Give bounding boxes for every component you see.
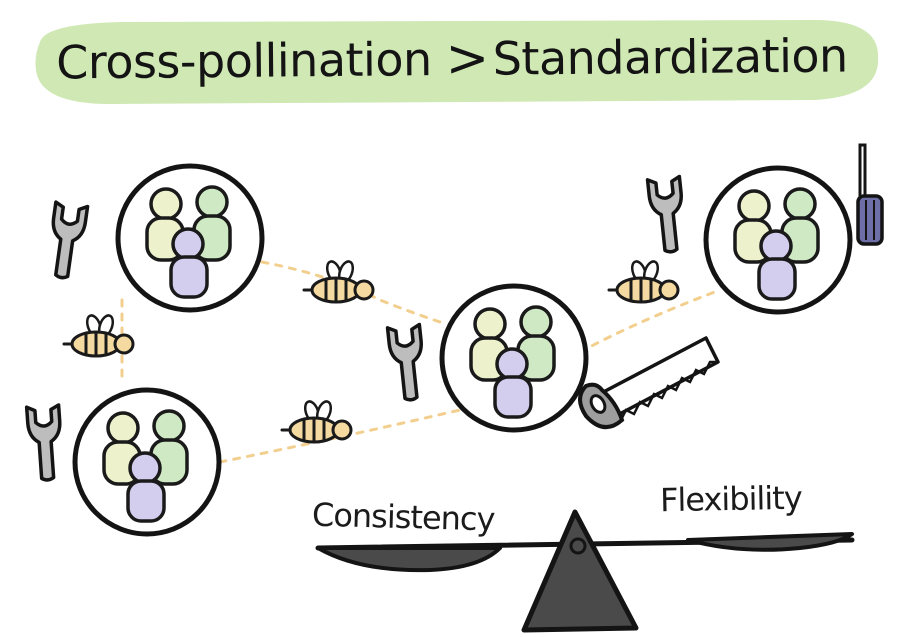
wrench-icon xyxy=(43,200,90,282)
title-operator: > xyxy=(445,28,489,90)
team-icon xyxy=(442,286,586,430)
saw-icon xyxy=(578,336,720,429)
wrench-icon xyxy=(24,403,66,483)
scale-left-label: Consistency xyxy=(311,495,495,539)
wrench-icon xyxy=(645,174,689,256)
bee-icon xyxy=(607,258,680,304)
title-banner: Cross-pollination > Standardization xyxy=(20,16,884,102)
wrench-icon xyxy=(385,322,429,404)
title-left: Cross-pollination xyxy=(56,32,432,90)
title-right: Standardization xyxy=(492,28,848,86)
bee-icon xyxy=(302,258,375,304)
screwdriver-icon xyxy=(856,143,884,246)
scale-right-label: Flexibility xyxy=(659,478,803,520)
balance-scale-icon xyxy=(315,509,855,633)
team-icon xyxy=(75,390,219,534)
page-title: Cross-pollination > Standardization xyxy=(20,12,885,106)
team-icon xyxy=(118,166,262,310)
title-highlight xyxy=(35,20,879,104)
team-icon xyxy=(706,168,850,312)
bee-icon xyxy=(280,398,353,444)
